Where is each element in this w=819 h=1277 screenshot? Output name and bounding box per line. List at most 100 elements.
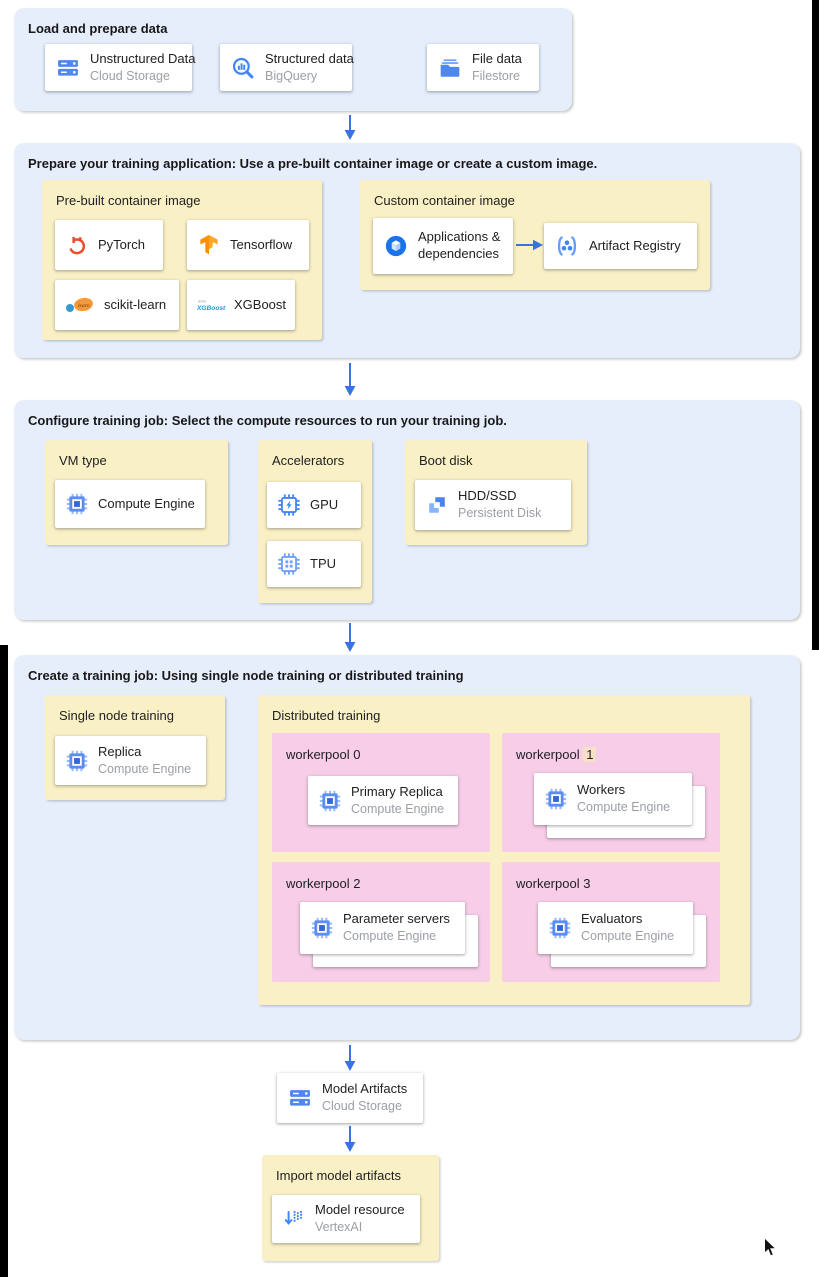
pool-label: workerpool 0 bbox=[286, 747, 361, 762]
card-title: scikit-learn bbox=[104, 296, 167, 312]
card-subtitle: Compute Engine bbox=[351, 801, 445, 816]
card-model-artifacts: Model Artifacts Cloud Storage bbox=[277, 1073, 423, 1123]
panel-import-label: Import model artifacts bbox=[276, 1168, 401, 1183]
pool-label: workerpool 2 bbox=[286, 876, 361, 891]
card-compute-engine: Compute Engine bbox=[55, 480, 205, 528]
card-structured-data: Structured data BigQuery bbox=[220, 44, 354, 91]
card-evaluators: Evaluators Compute Engine bbox=[538, 902, 693, 954]
tpu-chip-icon bbox=[276, 551, 302, 577]
section-create-job: Create a training job: Using single node… bbox=[14, 655, 800, 1040]
card-subtitle: Compute Engine bbox=[98, 761, 192, 776]
flow-arrow-right bbox=[516, 238, 544, 257]
screenshot-edge-bar-right bbox=[812, 0, 819, 650]
section-configure-title: Configure training job: Select the compu… bbox=[28, 413, 507, 428]
card-pytorch: PyTorch bbox=[55, 220, 163, 270]
compute-engine-icon bbox=[317, 788, 343, 814]
card-title: Model resource bbox=[315, 1202, 405, 1218]
section-prepare-application: Prepare your training application: Use a… bbox=[14, 143, 800, 358]
bigquery-icon bbox=[229, 54, 257, 82]
mouse-cursor bbox=[763, 1236, 780, 1264]
card-subtitle: Compute Engine bbox=[343, 929, 437, 944]
card-hdd-ssd: HDD/SSD Persistent Disk bbox=[415, 480, 571, 530]
compute-engine-icon bbox=[543, 786, 569, 812]
panel-boot-label: Boot disk bbox=[419, 453, 473, 468]
card-title: Applications & dependencies bbox=[418, 229, 501, 261]
card-file-data: File data Filestore bbox=[427, 44, 539, 91]
card-title: Evaluators bbox=[581, 911, 643, 927]
section-load-title: Load and prepare data bbox=[28, 21, 168, 36]
compute-engine-icon bbox=[309, 915, 335, 941]
tensorflow-icon bbox=[196, 232, 222, 258]
svg-text:learn: learn bbox=[78, 303, 90, 309]
card-replica: Replica Compute Engine bbox=[55, 736, 206, 785]
compute-engine-icon bbox=[64, 491, 90, 517]
card-title: Structured data bbox=[265, 50, 354, 66]
panel-distributed: Distributed training workerpool 0 Primar… bbox=[258, 695, 750, 1005]
section-configure-job: Configure training job: Select the compu… bbox=[14, 400, 800, 620]
card-subtitle: Cloud Storage bbox=[90, 68, 170, 83]
panel-prebuilt-container: Pre-built container image PyTorch Tensor… bbox=[42, 180, 322, 340]
card-title: File data bbox=[472, 50, 522, 66]
panel-distributed-label: Distributed training bbox=[272, 708, 381, 723]
pool-label: workerpool 3 bbox=[516, 876, 591, 891]
panel-boot-disk: Boot disk HDD/SSD Persistent Disk bbox=[405, 440, 587, 545]
card-title: Primary Replica bbox=[351, 783, 443, 799]
card-primary-replica: Primary Replica Compute Engine bbox=[308, 776, 458, 825]
flow-arrow-down bbox=[342, 623, 358, 658]
card-subtitle: Persistent Disk bbox=[458, 506, 542, 521]
section-prepare-title: Prepare your training application: Use a… bbox=[28, 156, 598, 171]
pool-label: workerpool 1 bbox=[516, 747, 597, 762]
card-title: Unstructured Data bbox=[90, 50, 196, 66]
card-title: PyTorch bbox=[98, 236, 145, 252]
panel-vm-type: VM type Compute Engine bbox=[45, 440, 228, 545]
card-title: Tensorflow bbox=[230, 236, 293, 252]
panel-prebuilt-label: Pre-built container image bbox=[56, 193, 201, 208]
flow-arrow-down bbox=[342, 1045, 358, 1077]
svg-text:XGBoost: XGBoost bbox=[196, 305, 226, 312]
card-title: Workers bbox=[577, 782, 626, 798]
panel-single-node-label: Single node training bbox=[59, 708, 174, 723]
card-artifact-registry: Artifact Registry bbox=[544, 223, 697, 269]
flow-arrow-down bbox=[342, 363, 358, 402]
section-load-data: Load and prepare data Unstructured Data … bbox=[14, 8, 572, 111]
persistent-disk-icon bbox=[424, 492, 450, 518]
card-subtitle: Compute Engine bbox=[581, 929, 675, 944]
panel-vm-label: VM type bbox=[59, 453, 107, 468]
compute-engine-icon bbox=[547, 915, 573, 941]
flow-arrow-down bbox=[342, 1126, 358, 1158]
card-subtitle: Compute Engine bbox=[577, 800, 671, 815]
panel-accelerators-label: Accelerators bbox=[272, 453, 345, 468]
panel-accelerators: Accelerators GPU TPU bbox=[258, 440, 372, 603]
card-title: Replica bbox=[98, 743, 142, 759]
panel-custom-label: Custom container image bbox=[374, 193, 515, 208]
card-model-resource: Model resource VertexAI bbox=[272, 1195, 420, 1243]
card-scikit-learn: learn scikit-learn bbox=[55, 280, 179, 330]
card-workers: Workers Compute Engine bbox=[534, 773, 692, 825]
pool-workerpool-0: workerpool 0 Primary Replica Compute Eng… bbox=[272, 733, 490, 852]
pytorch-icon bbox=[64, 232, 90, 258]
card-subtitle: Filestore bbox=[472, 68, 520, 83]
gpu-chip-icon bbox=[276, 492, 302, 518]
pool-workerpool-3: workerpool 3 Evaluators Compute Engine bbox=[502, 862, 720, 982]
applications-icon bbox=[382, 232, 410, 260]
card-title: TPU bbox=[310, 555, 336, 571]
panel-custom-container: Custom container image Applications & de… bbox=[360, 180, 710, 290]
compute-engine-icon bbox=[64, 748, 90, 774]
card-title: HDD/SSD bbox=[458, 488, 517, 504]
card-tpu: TPU bbox=[267, 541, 361, 587]
panel-import-model: Import model artifacts Model resource Ve… bbox=[262, 1155, 439, 1261]
cloud-storage-icon bbox=[286, 1084, 314, 1112]
card-gpu: GPU bbox=[267, 482, 361, 528]
card-subtitle: VertexAI bbox=[315, 1220, 363, 1235]
pool-workerpool-1: workerpool 1 Workers Compute Engine bbox=[502, 733, 720, 852]
card-title: Model Artifacts bbox=[322, 1081, 408, 1097]
card-subtitle: BigQuery bbox=[265, 68, 318, 83]
card-title: XGBoost bbox=[234, 296, 287, 312]
card-title: Parameter servers bbox=[343, 911, 450, 927]
artifact-registry-icon bbox=[553, 232, 581, 260]
card-title: Compute Engine bbox=[98, 495, 195, 511]
card-subtitle: Cloud Storage bbox=[322, 1099, 402, 1114]
card-parameter-servers: Parameter servers Compute Engine bbox=[300, 902, 465, 954]
